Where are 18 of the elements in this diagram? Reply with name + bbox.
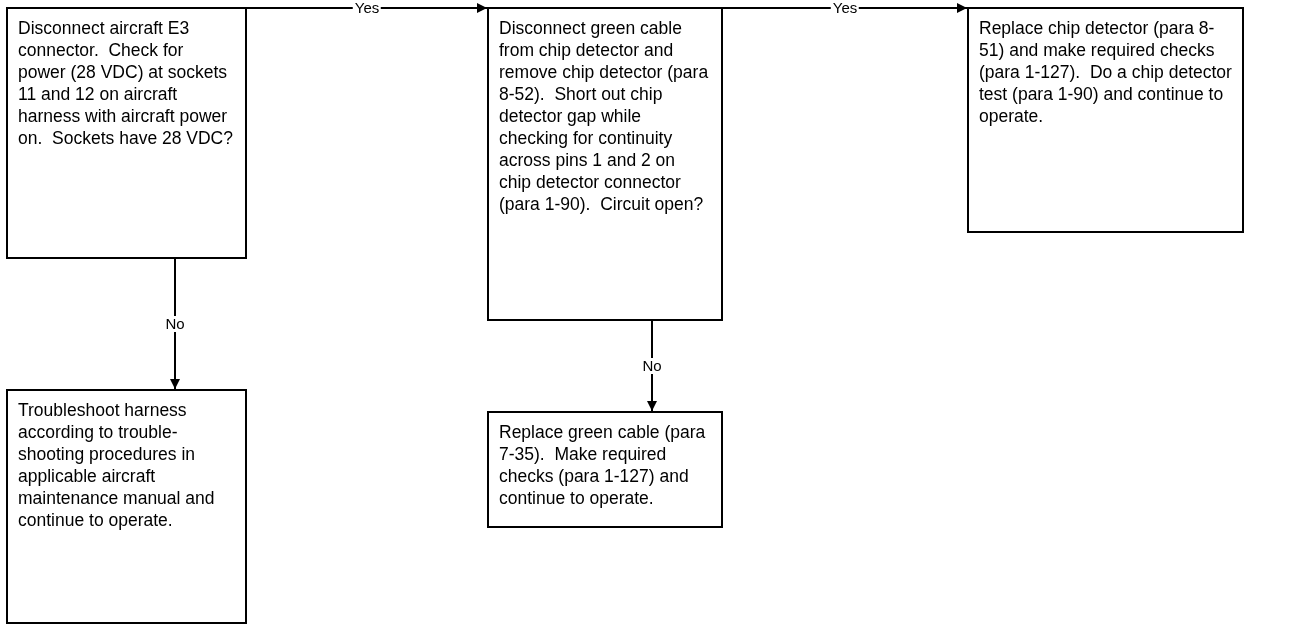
box-text: Troubleshoot harness according to trouble-shooting procedures in applicable aircraft maintenance manual and continue to operate. — [18, 399, 216, 531]
box-text: Disconnect aircraft E3 connector. Check for power (28 VDC) at sockets 11 and 12 on aircraft harness with aircraft power on. Sockets have 28 VDC? — [18, 17, 234, 149]
box-text: Disconnect green cable from chip detector and remove chip detector (para 8-52). Short out chip detector gap while checking for continuity across pins 1 and 2 on chip detector connector (para 1-90). Circuit open? — [499, 17, 710, 215]
box-text: Replace chip detector (para 8-51) and make required checks (para 1-127). Do a chip detector test (para 1-90) and continue to operate. — [979, 17, 1232, 127]
arrow — [647, 320, 657, 412]
box-text: Replace green cable (para 7-35). Make required checks (para 1-127) and continue to operate. — [499, 421, 707, 509]
arrow — [722, 3, 968, 13]
edge-label: No — [640, 358, 664, 374]
edge-label: No — [163, 316, 187, 332]
arrow — [170, 258, 180, 390]
process-box — [6, 389, 247, 624]
edge-label: Yes — [352, 0, 382, 16]
edge-label: Yes — [830, 0, 860, 16]
process-box — [487, 7, 723, 321]
process-box — [6, 7, 247, 259]
process-box — [967, 7, 1244, 233]
arrow — [246, 3, 488, 13]
process-box — [487, 411, 723, 528]
